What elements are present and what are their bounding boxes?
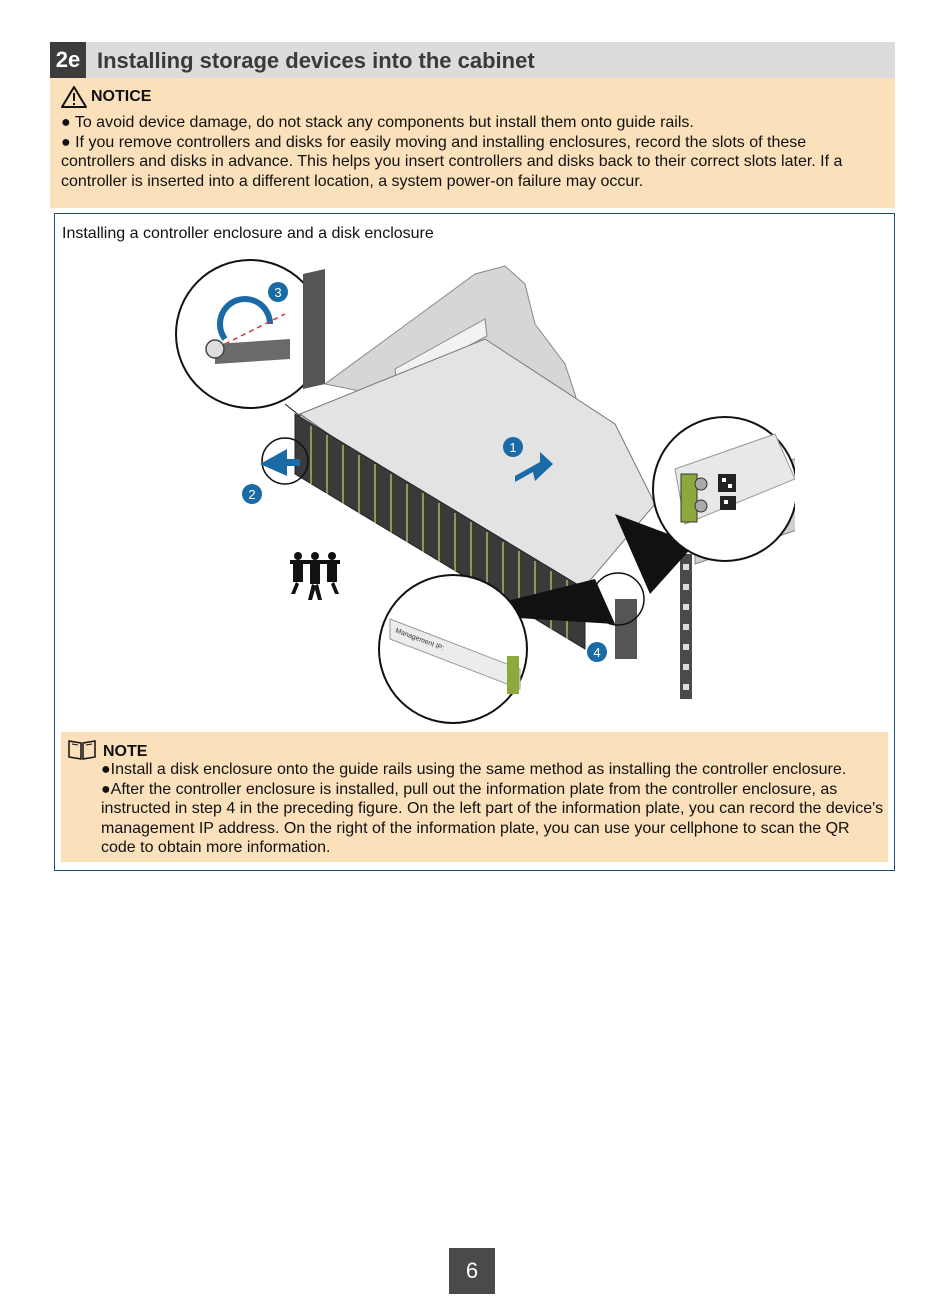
note-item: ●Install a disk enclosure onto the guide… [101, 760, 886, 780]
figure-caption: Installing a controller enclosure and a … [62, 225, 434, 243]
notice-text: ● To avoid device damage, do not stack a… [61, 113, 881, 191]
notice-heading: NOTICE [60, 86, 151, 108]
notice-item: ● To avoid device damage, do not stack a… [61, 113, 881, 133]
note-panel: NOTE ●Install a disk enclosure onto the … [61, 732, 888, 862]
callout-4: 4 [587, 642, 607, 662]
section-header: 2e Installing storage devices into the c… [50, 42, 895, 78]
figure-box: Installing a controller enclosure and a … [54, 213, 895, 871]
callout-3: 3 [268, 282, 288, 302]
note-heading: NOTE [67, 737, 147, 761]
detail-circle-screw [176, 260, 325, 408]
svg-text:2: 2 [248, 487, 255, 502]
installation-illustration: Management IP: 3 1 2 4 [175, 244, 795, 734]
page-number: 6 [449, 1248, 495, 1294]
notice-panel: NOTICE ● To avoid device damage, do not … [50, 78, 895, 208]
step-badge: 2e [50, 42, 86, 78]
svg-text:1: 1 [509, 440, 516, 455]
note-label: NOTE [103, 743, 147, 761]
section-title: Installing storage devices into the cabi… [97, 42, 535, 80]
two-person-lift-icon [290, 552, 340, 600]
callout-1: 1 [503, 437, 523, 457]
notice-label: NOTICE [91, 88, 151, 106]
callout-2: 2 [242, 484, 262, 504]
note-item: ●After the controller enclosure is insta… [101, 780, 886, 858]
warning-triangle-icon [60, 85, 88, 109]
detail-circle-plate: Management IP: [379, 575, 615, 723]
svg-text:3: 3 [274, 285, 281, 300]
notice-item: ● If you remove controllers and disks fo… [61, 133, 881, 192]
svg-text:4: 4 [593, 645, 600, 660]
book-icon [67, 738, 97, 760]
note-text: ●Install a disk enclosure onto the guide… [101, 760, 886, 858]
